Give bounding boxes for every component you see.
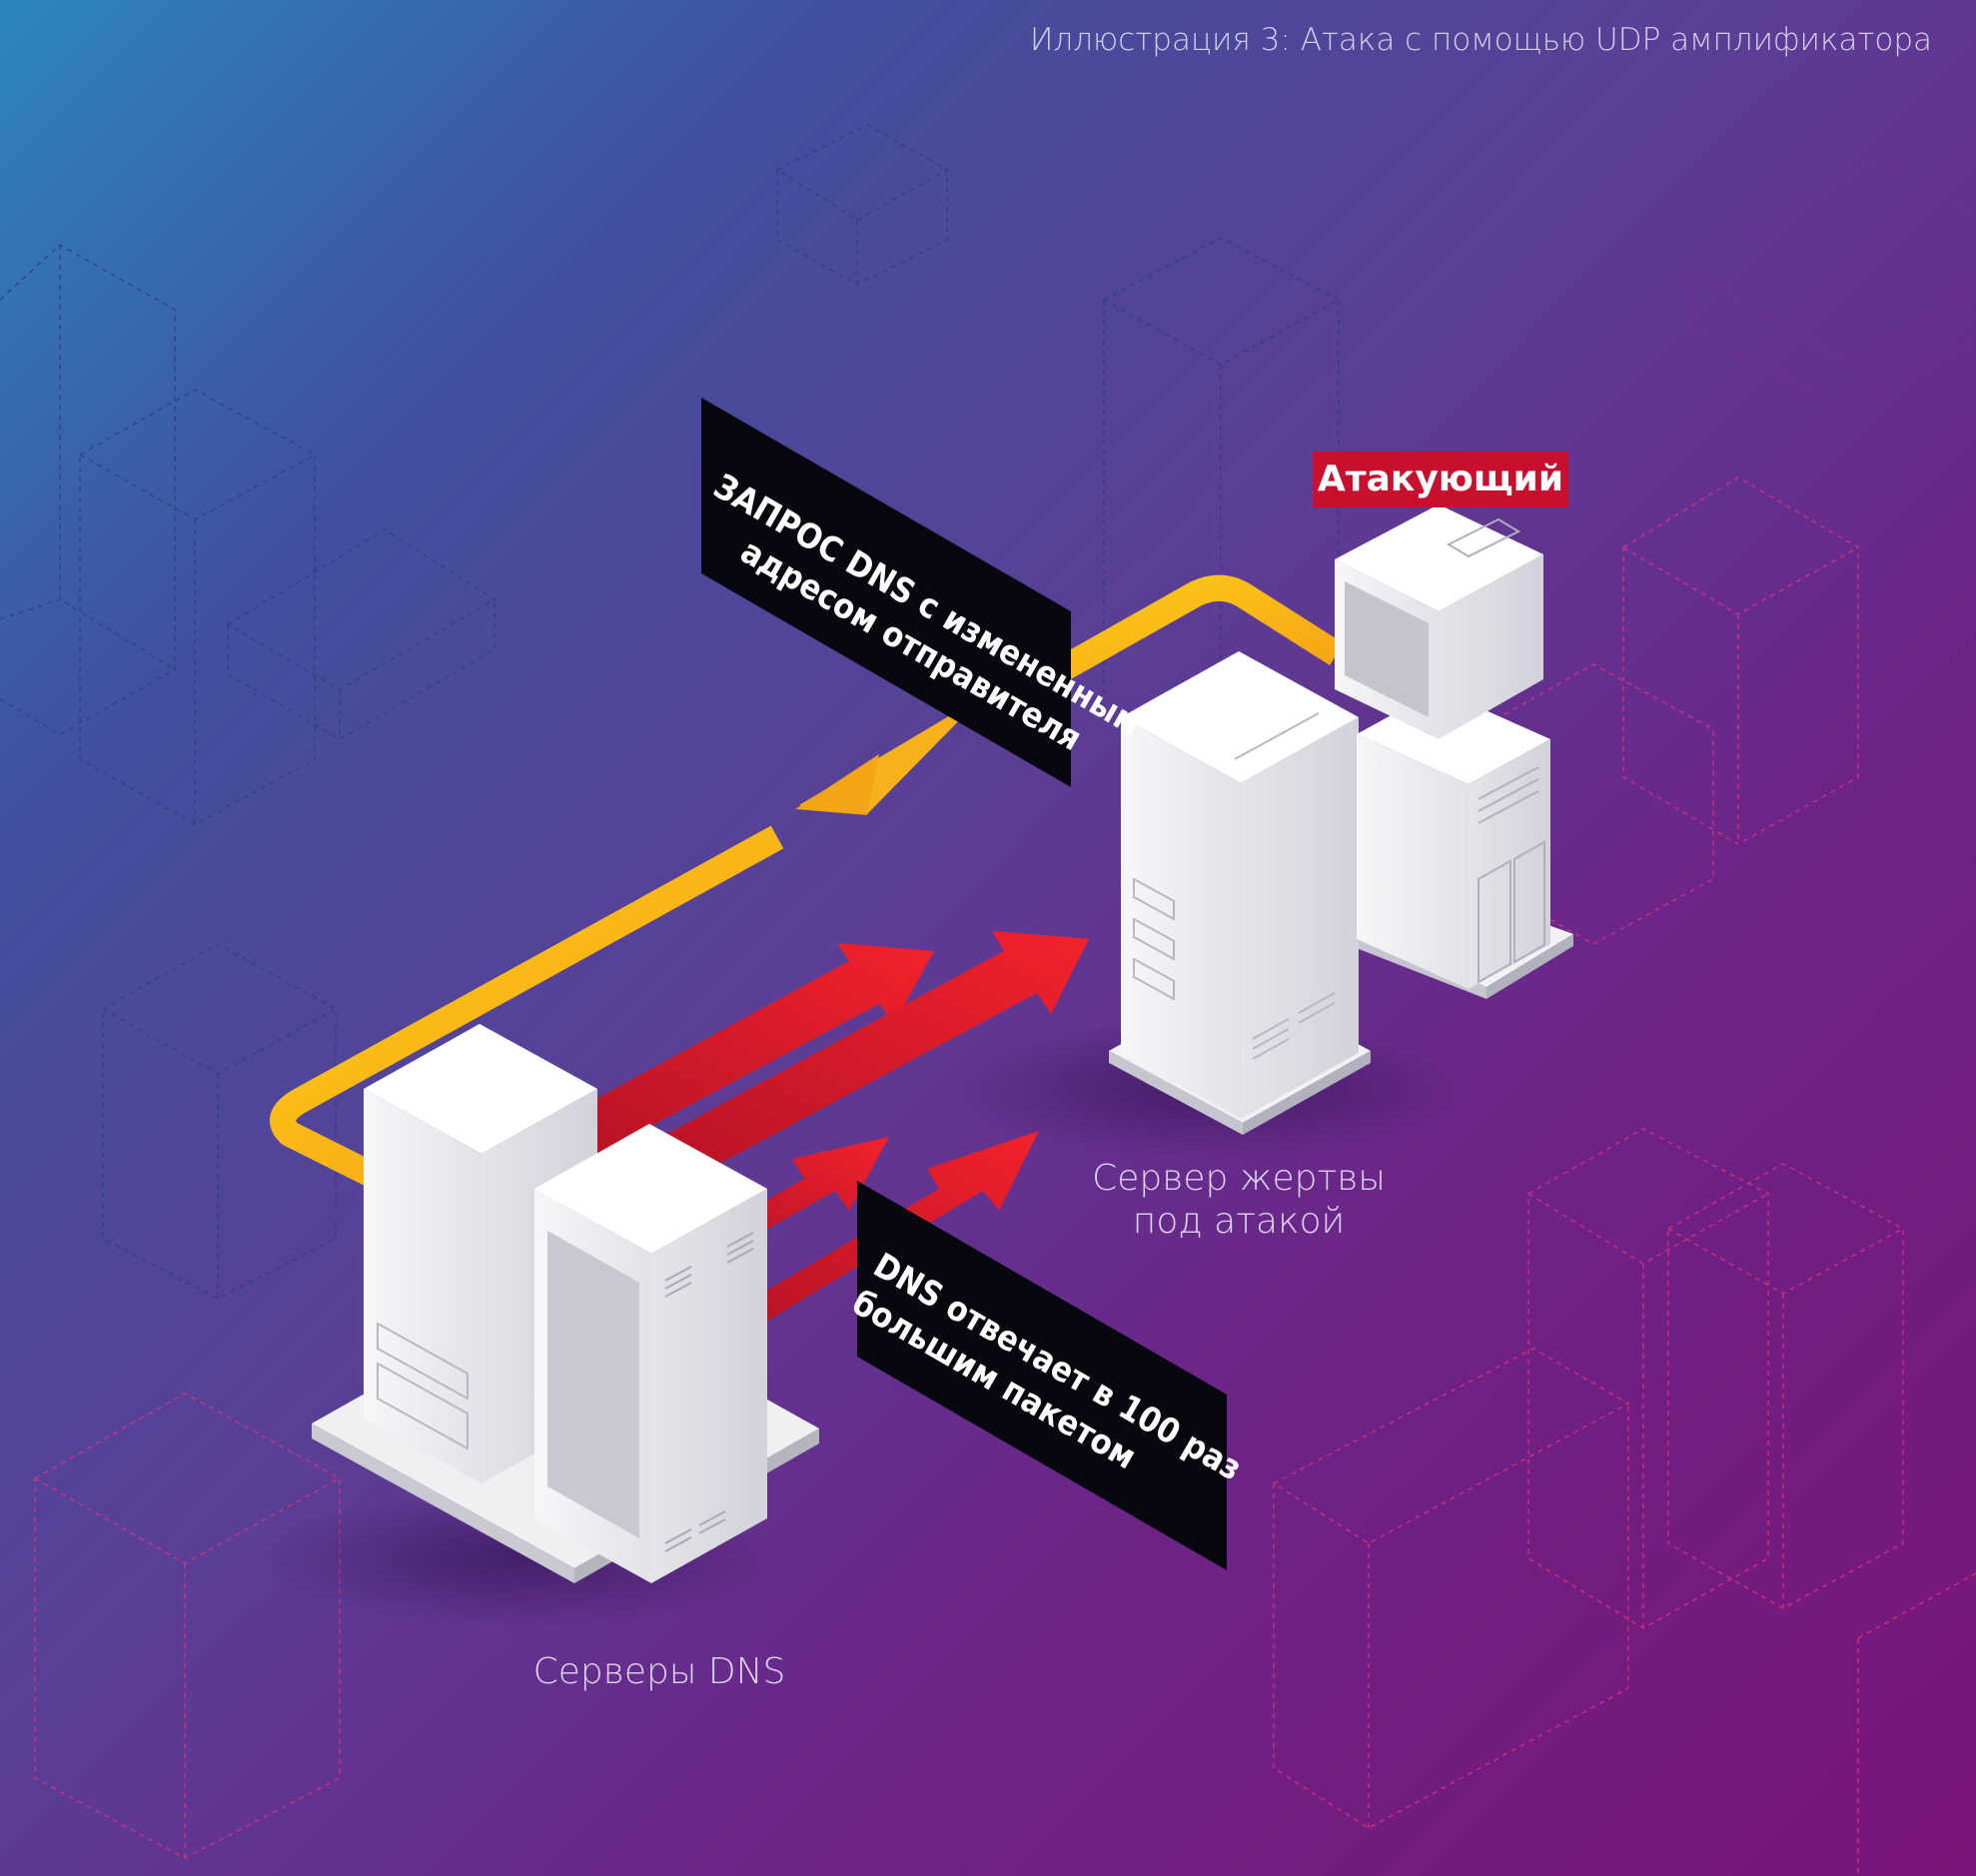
attacker-monitor-top [1335, 504, 1543, 611]
attacker-label: Атакующий [1313, 452, 1568, 507]
victim-tower-right [1241, 717, 1359, 1119]
request-note-box [701, 398, 1071, 787]
dns-servers-icon [312, 1024, 819, 1583]
figure-caption: Иллюстрация 3: Атака с помощью UDP ампли… [1030, 22, 1932, 58]
attacker-monitor-right [1439, 554, 1543, 739]
request-path-lower [270, 825, 784, 1186]
dns-rack-front-vents [664, 1232, 754, 1552]
victim-tower-details [1133, 712, 1336, 1060]
response-arrow-2 [639, 931, 1089, 1191]
victim-label-line2: под атакой [1132, 1201, 1346, 1243]
victim-server-icon [1109, 651, 1371, 1135]
dns-rack-back-left [364, 1089, 482, 1483]
dns-rack-door [547, 1231, 639, 1538]
dns-servers-label: Серверы DNS [532, 1651, 786, 1692]
victim-base-side2 [1243, 1051, 1371, 1135]
attacker-monitor-screen [1345, 581, 1429, 717]
response-note-box [857, 1181, 1227, 1570]
dns-rack-front-right [651, 1189, 767, 1583]
dns-rack-back-vents [377, 1322, 469, 1450]
victim-server-label: Сервер жертвы под атакой [1079, 1157, 1399, 1243]
attacker-details [1446, 517, 1545, 984]
response-arrow-1 [559, 943, 934, 1159]
attacker-base-side2 [1486, 934, 1573, 999]
request-path [270, 574, 1344, 1186]
dns-base-side [312, 1423, 574, 1583]
attacker-unit-left [1357, 734, 1469, 989]
victim-tower-top [1121, 651, 1359, 783]
dns-rack-front-top [534, 1124, 767, 1254]
request-arrowhead-tip [795, 754, 879, 815]
victim-tower-left [1121, 717, 1241, 1119]
victim-base-side [1109, 1051, 1243, 1135]
dns-rack-back-top [364, 1024, 597, 1154]
background-wireframe-cubes [0, 124, 1976, 1876]
request-path-upper [977, 574, 1344, 723]
attacker-computer-icon [1335, 504, 1573, 999]
victim-label-line1: Сервер жертвы [1092, 1158, 1386, 1199]
